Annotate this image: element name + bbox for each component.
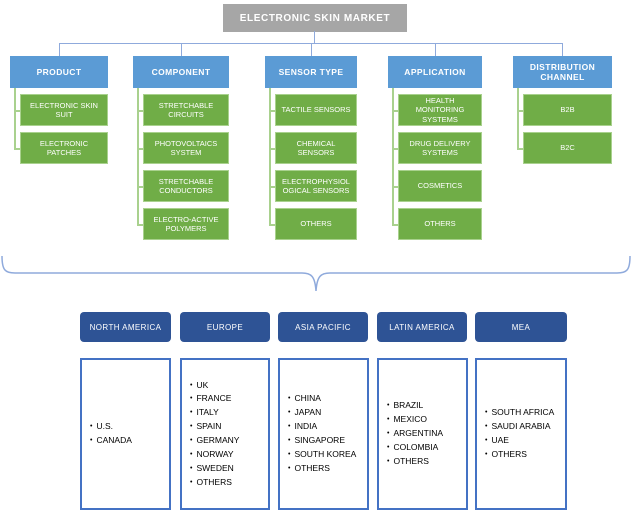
connector-line [392,88,394,224]
segment-item: COSMETICS [392,170,482,202]
country-item: JAPAN [288,406,365,420]
country-item: CHINA [288,392,365,406]
country-item: COLOMBIA [387,441,464,455]
country-item: INDIA [288,420,365,434]
country-item: MEXICO [387,413,464,427]
region-header-north-america: NORTH AMERICA [80,312,171,342]
region-box-latin-america: BRAZIL MEXICO ARGENTINA COLOMBIA OTHERS [377,358,468,510]
country-item: OTHERS [387,455,464,469]
connector-line [181,43,182,56]
segment-header: APPLICATION [388,56,482,88]
country-item: OTHERS [288,462,365,476]
segment-item: B2C [517,132,612,164]
country-item: SWEDEN [190,462,266,476]
country-item: BRAZIL [387,399,464,413]
segment-header: PRODUCT [10,56,108,88]
market-title: ELECTRONIC SKIN MARKET [223,4,407,32]
country-item: ARGENTINA [387,427,464,441]
region-header-latin-america: LATIN AMERICA [377,312,467,342]
connector-line [269,88,271,224]
segment-header: SENSOR TYPE [265,56,357,88]
country-item: UK [190,379,266,393]
country-item: CANADA [90,434,167,448]
connector-line [517,88,519,148]
segment-item: OTHERS [269,208,357,240]
segment-item: STRETCHABLE CONDUCTORS [137,170,229,202]
country-item: FRANCE [190,392,266,406]
segment-item: ELECTRO-ACTIVE POLYMERS [137,208,229,240]
country-item: NORWAY [190,448,266,462]
segment-header: DISTRIBUTION CHANNEL [513,56,612,88]
segment-item: OTHERS [392,208,482,240]
segment-item: CHEMICAL SENSORS [269,132,357,164]
connector-line [59,43,60,56]
connector-line [314,31,315,43]
country-item: U.S. [90,420,167,434]
region-box-north-america: U.S. CANADA [80,358,171,510]
country-item: OTHERS [190,476,266,490]
country-item: SOUTH AFRICA [485,406,563,420]
region-box-asia-pacific: CHINA JAPAN INDIA SINGAPORE SOUTH KOREA … [278,358,369,510]
connector-line [311,43,312,56]
region-header-europe: EUROPE [180,312,270,342]
country-item: SINGAPORE [288,434,365,448]
segment-item: STRETCHABLE CIRCUITS [137,94,229,126]
segment-item: DRUG DELIVERY SYSTEMS [392,132,482,164]
segment-item: ELECTRONIC SKIN SUIT [14,94,108,126]
region-box-mea: SOUTH AFRICA SAUDI ARABIA UAE OTHERS [475,358,567,510]
segment-item: PHOTOVOLTAICS SYSTEM [137,132,229,164]
country-item: ITALY [190,406,266,420]
country-item: UAE [485,434,563,448]
segment-column-sensor-type: SENSOR TYPE TACTILE SENSORS CHEMICAL SEN… [265,56,357,240]
segment-item: ELECTRONIC PATCHES [14,132,108,164]
country-item: GERMANY [190,434,266,448]
segment-column-distribution-channel: DISTRIBUTION CHANNEL B2B B2C [513,56,612,164]
segment-header: COMPONENT [133,56,229,88]
segment-item: ELECTROPHYSIOLOGICAL SENSORS [269,170,357,202]
country-item: SPAIN [190,420,266,434]
region-header-asia-pacific: ASIA PACIFIC [278,312,368,342]
connector-line [137,88,139,224]
connector-line [435,43,436,56]
segment-column-product: PRODUCT ELECTRONIC SKIN SUIT ELECTRONIC … [10,56,108,164]
segment-column-application: APPLICATION HEALTH MONITORING SYSTEMS DR… [388,56,482,240]
region-header-mea: MEA [475,312,567,342]
segment-item: TACTILE SENSORS [269,94,357,126]
segment-item: B2B [517,94,612,126]
region-box-europe: UK FRANCE ITALY SPAIN GERMANY NORWAY SWE… [180,358,270,510]
segment-item: HEALTH MONITORING SYSTEMS [392,94,482,126]
connector-line [562,43,563,56]
country-item: OTHERS [485,448,563,462]
country-item: SAUDI ARABIA [485,420,563,434]
country-item: SOUTH KOREA [288,448,365,462]
segment-column-component: COMPONENT STRETCHABLE CIRCUITS PHOTOVOLT… [133,56,229,240]
connector-line [14,88,16,148]
brace [1,255,631,292]
